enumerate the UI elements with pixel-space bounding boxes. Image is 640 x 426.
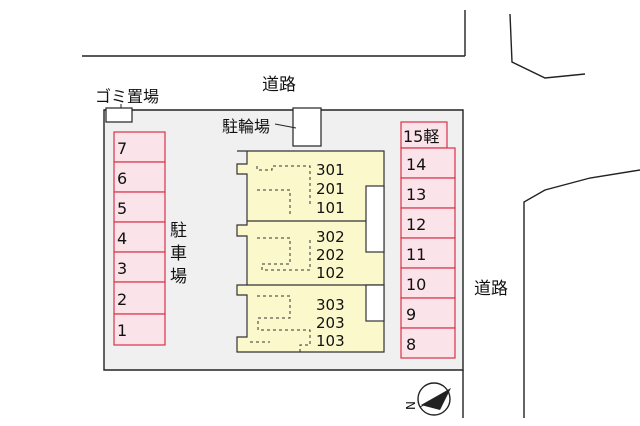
parking-number: 6 <box>117 169 127 188</box>
left-parking-column <box>113 131 166 346</box>
unit-label: 103 <box>316 332 345 350</box>
unit-label: 302 <box>316 228 345 246</box>
parking-number: 8 <box>406 335 416 354</box>
parking-number: 5 <box>117 199 127 218</box>
parking-space <box>113 313 166 346</box>
building-outline <box>236 150 385 353</box>
unit-label: 201 <box>316 180 345 198</box>
parking-number: 4 <box>117 229 127 248</box>
parking-number: 9 <box>406 305 416 324</box>
parking-number: 15軽 <box>403 127 439 146</box>
parking-number: 10 <box>406 275 426 294</box>
unit-label: 303 <box>316 296 345 314</box>
parking-number: 11 <box>406 245 426 264</box>
parking-space <box>113 131 166 163</box>
parking-label-char-2: 車 <box>170 244 187 264</box>
balcony-1 <box>365 185 385 253</box>
parking-space <box>400 237 456 269</box>
parking-space <box>113 191 166 223</box>
parking-space <box>113 221 166 253</box>
garbage-label: ゴミ置場 <box>95 87 159 106</box>
road-lines <box>82 10 640 418</box>
right-parking-column <box>400 121 456 359</box>
road-curve-edge <box>509 13 586 79</box>
bicycle-pointer <box>274 123 297 129</box>
unit-label: 203 <box>316 314 345 332</box>
bicycle-label: 駐輪場 <box>222 117 270 136</box>
parking-space <box>400 327 456 359</box>
north-label: N <box>404 401 418 410</box>
parking-number: 2 <box>117 290 127 309</box>
parking-space <box>400 147 456 179</box>
parking-number: 3 <box>117 259 127 278</box>
parking-space <box>113 281 166 315</box>
north-compass-icon: N <box>404 382 451 416</box>
parking-number: 12 <box>406 215 426 234</box>
parking-number: 13 <box>406 185 426 204</box>
dashed-partitions <box>250 165 311 352</box>
parking-space <box>400 121 448 149</box>
unit-numbers: 301 201 101 302 202 102 303 203 103 <box>316 161 345 350</box>
unit-label: 301 <box>316 161 345 179</box>
balcony-2 <box>365 284 385 322</box>
road-right-edge <box>523 169 640 418</box>
road-right-label: 道路 <box>474 279 508 299</box>
left-parking-numbers: 7 6 5 4 3 2 1 <box>117 139 127 340</box>
right-parking-numbers: 15軽 14 13 12 11 10 9 8 <box>403 127 439 354</box>
garbage-box <box>105 107 133 123</box>
bicycle-box <box>292 107 322 147</box>
unit-label: 102 <box>316 264 345 282</box>
parking-space <box>113 251 166 283</box>
parking-space <box>400 267 456 299</box>
parking-label-char-1: 駐 <box>170 221 187 241</box>
parking-number: 1 <box>117 321 127 340</box>
parking-label-char-3: 場 <box>170 267 187 287</box>
unit-label: 101 <box>316 199 345 217</box>
parking-number: 14 <box>406 155 426 174</box>
building <box>236 150 385 353</box>
road-top-label: 道路 <box>262 75 296 95</box>
parking-number: 7 <box>117 139 127 158</box>
unit-label: 202 <box>316 246 345 264</box>
